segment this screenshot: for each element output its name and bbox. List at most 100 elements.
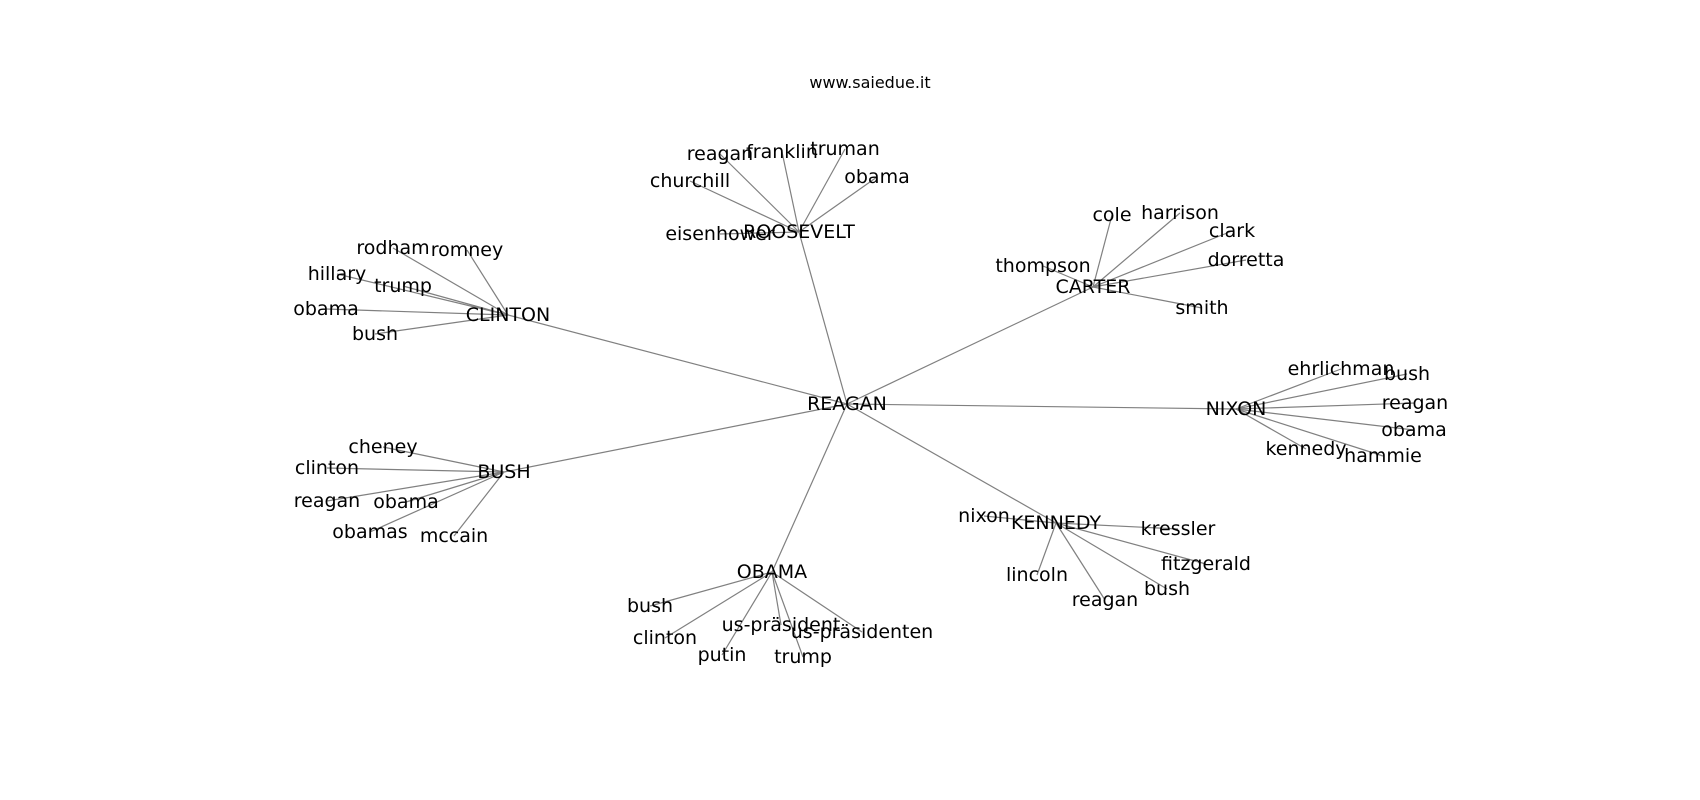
leaf-node-label: obamas	[332, 521, 407, 543]
hub-node-label-obama: OBAMA	[737, 561, 807, 583]
edge-kennedy-leaf-2	[1055, 522, 1207, 565]
leaf-node-label: clark	[1209, 220, 1255, 242]
leaf-node-label: bush	[627, 595, 673, 617]
leaf-node-label: churchill	[650, 170, 730, 192]
edge-root-obama	[771, 403, 848, 573]
leaf-node-label: cole	[1092, 204, 1131, 226]
leaf-node-label: smith	[1175, 297, 1228, 319]
edge-roosevelt-leaf-2	[719, 153, 800, 233]
edge-carter-leaf-2	[1092, 212, 1181, 288]
leaf-node-label: ehrlichman	[1288, 358, 1395, 380]
edge-carter-leaf-1	[1092, 214, 1113, 288]
edge-obama-leaf-1	[664, 571, 773, 639]
leaf-node-label: romney	[431, 239, 504, 261]
edge-obama-leaf-5	[771, 571, 804, 658]
leaf-node-label: eisenhower	[665, 223, 774, 245]
edge-clinton-leaf-4	[325, 308, 509, 316]
root-node-label: REAGAN	[807, 393, 887, 415]
leaf-node-label: franklin	[746, 141, 818, 163]
leaf-node-label: reagan	[1072, 589, 1138, 611]
edge-carter-leaf-5	[1092, 286, 1203, 309]
edge-obama-leaf-2	[721, 571, 773, 656]
edge-carter-leaf-0	[1042, 265, 1094, 288]
edge-root-carter	[846, 286, 1094, 405]
hub-node-label-kennedy: KENNEDY	[1011, 512, 1101, 534]
leaf-node-label: us-präsidenten	[791, 621, 933, 643]
hub-node-label-carter: CARTER	[1056, 276, 1131, 298]
edge-bush-leaf-1	[326, 467, 505, 473]
edge-clinton-leaf-3	[402, 285, 509, 316]
edge-bush-leaf-5	[453, 471, 505, 537]
edge-root-clinton	[507, 314, 848, 405]
leaf-node-label: dorretta	[1208, 249, 1285, 271]
edge-root-roosevelt	[798, 231, 848, 405]
edge-kennedy-leaf-3	[1055, 522, 1168, 590]
leaf-node-label: trump	[374, 275, 432, 297]
leaf-node-label: trump	[774, 646, 832, 668]
leaf-node-label: reagan	[687, 143, 753, 165]
edge-bush-leaf-2	[326, 471, 505, 502]
leaf-node-label: rodham	[356, 237, 429, 259]
edge-roosevelt-leaf-1	[689, 180, 800, 233]
leaf-node-label: bush	[1384, 363, 1430, 385]
edge-roosevelt-leaf-5	[798, 176, 878, 233]
edge-bush-leaf-4	[369, 471, 505, 533]
leaf-node-label: harrison	[1141, 202, 1219, 224]
leaf-node-label: thompson	[995, 255, 1090, 277]
leaf-node-label: reagan	[294, 490, 360, 512]
leaf-node-label: clinton	[633, 627, 697, 649]
edge-nixon-leaf-1	[1235, 373, 1408, 410]
leaf-node-label: reagan	[1382, 392, 1448, 414]
edge-obama-leaf-3	[771, 571, 782, 626]
leaf-node-label: obama	[293, 298, 358, 320]
edge-kennedy-leaf-4	[1055, 522, 1106, 601]
hub-node-label-nixon: NIXON	[1206, 398, 1267, 420]
leaf-node-label: obama	[844, 166, 909, 188]
edge-root-kennedy	[846, 403, 1057, 524]
edge-kennedy-leaf-5	[1036, 522, 1057, 576]
edge-carter-leaf-3	[1092, 230, 1233, 288]
leaf-node-label: clinton	[295, 457, 359, 479]
graph-labels: www.saiedue.it REAGAN eisenhower churchill…	[293, 73, 1448, 668]
leaf-node-label: kennedy	[1265, 438, 1346, 460]
edge-nixon-leaf-2	[1235, 402, 1416, 410]
graph-edges	[325, 148, 1416, 658]
leaf-node-label: obama	[1381, 419, 1446, 441]
edge-roosevelt-leaf-3	[781, 151, 800, 233]
edge-kennedy-leaf-1	[1055, 522, 1179, 530]
leaf-node-label: mccain	[420, 525, 488, 547]
leaf-node-label: hammie	[1344, 445, 1422, 467]
hub-node-label-bush: BUSH	[477, 461, 530, 483]
edge-roosevelt-leaf-0	[719, 231, 800, 235]
leaf-node-label: cheney	[348, 436, 417, 458]
edge-carter-leaf-4	[1092, 259, 1247, 288]
edge-nixon-leaf-5	[1235, 408, 1384, 457]
edge-nixon-leaf-3	[1235, 408, 1415, 431]
edge-kennedy-leaf-0	[983, 515, 1057, 524]
edge-nixon-leaf-0	[1235, 368, 1342, 410]
edge-root-nixon	[846, 403, 1237, 410]
edge-clinton-leaf-0	[392, 247, 509, 316]
edge-clinton-leaf-5	[374, 314, 509, 335]
edge-obama-leaf-0	[649, 571, 773, 607]
leaf-node-label: nixon	[958, 505, 1010, 527]
leaf-node-label: fitzgerald	[1161, 553, 1251, 575]
leaf-node-label: putin	[698, 644, 747, 666]
leaf-node-label: obama	[373, 491, 438, 513]
leaf-node-label: bush	[352, 323, 398, 345]
leaf-node-label: us-präsident	[722, 614, 841, 636]
leaf-node-label: truman	[810, 138, 880, 160]
edge-nixon-leaf-4	[1235, 408, 1307, 450]
watermark-text: www.saiedue.it	[809, 73, 930, 92]
edge-obama-leaf-4	[771, 571, 863, 633]
edge-roosevelt-leaf-4	[798, 148, 846, 233]
leaf-node-label: hillary	[308, 263, 367, 285]
edge-root-bush	[503, 403, 848, 473]
leaf-node-label: lincoln	[1006, 564, 1068, 586]
edge-bush-leaf-0	[382, 446, 505, 473]
edge-bush-leaf-3	[405, 471, 505, 503]
leaf-node-label: bush	[1144, 578, 1190, 600]
edge-clinton-leaf-2	[336, 273, 509, 316]
hub-node-label-roosevelt: ROOSEVELT	[743, 221, 855, 243]
